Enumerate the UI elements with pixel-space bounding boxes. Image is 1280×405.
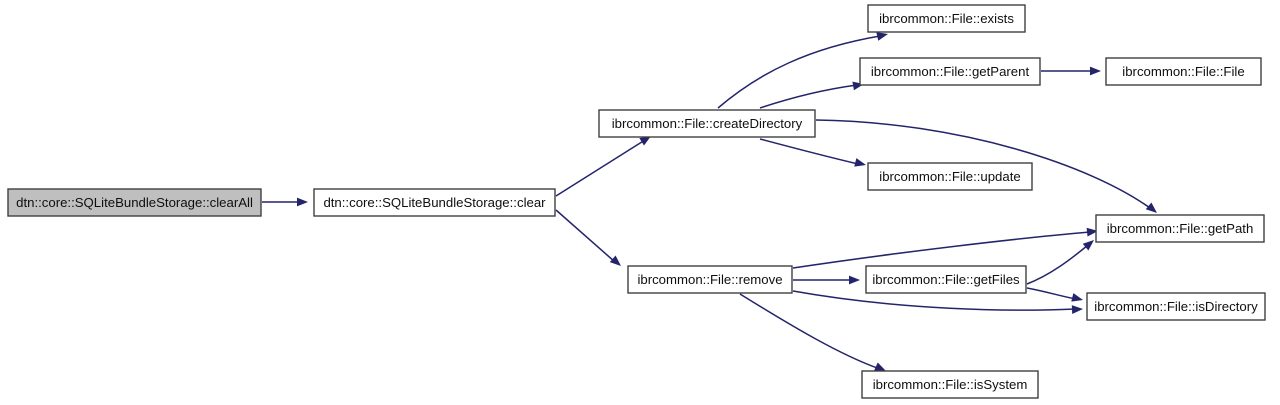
node-label-exists: ibrcommon::File::exists [879,11,1014,26]
arrow-head-icon [297,197,308,207]
node-fileFile[interactable]: ibrcommon::File::File [1105,57,1262,86]
arrow-head-icon [1090,66,1101,76]
node-isSystem[interactable]: ibrcommon::File::isSystem [861,370,1039,399]
node-box-update[interactable] [867,162,1033,191]
edge-createDirectory-to-getParent [759,84,858,109]
node-label-getParent: ibrcommon::File::getParent [871,64,1030,79]
nodes-layer: dtn::core::SQLiteBundleStorage::clearAll… [7,4,1266,399]
node-box-isDirectory[interactable] [1086,292,1266,321]
arrow-head-icon [854,158,866,167]
node-box-remove[interactable] [627,265,793,294]
node-box-createDirectory[interactable] [598,109,816,138]
node-box-getParent[interactable] [859,57,1041,86]
node-label-clear: dtn::core::SQLiteBundleStorage::clear [323,195,546,210]
arrow-head-icon [1071,293,1083,302]
edge-createDirectory-to-getPath [815,119,1151,209]
node-getPath[interactable]: ibrcommon::File::getPath [1095,214,1265,243]
edge-clear-to-createDirectory [555,139,646,197]
arrow-heads-layer [297,32,1157,371]
arrow-head-icon [639,136,651,146]
arrow-head-icon [849,275,860,285]
node-label-clearAll: dtn::core::SQLiteBundleStorage::clearAll [16,195,253,210]
node-label-update: ibrcommon::File::update [879,169,1020,184]
edge-createDirectory-to-exists [717,35,881,109]
arrow-head-icon [1071,305,1083,314]
node-box-exists[interactable] [867,4,1026,33]
node-getParent[interactable]: ibrcommon::File::getParent [859,57,1041,86]
node-label-getFiles: ibrcommon::File::getFiles [872,272,1020,287]
edge-remove-to-isDirectory [792,290,1076,311]
node-box-fileFile[interactable] [1105,57,1262,86]
node-label-getPath: ibrcommon::File::getPath [1107,221,1254,236]
node-label-isSystem: ibrcommon::File::isSystem [873,377,1028,392]
edge-clear-to-remove [555,209,616,263]
arrow-head-icon [876,32,888,41]
node-label-createDirectory: ibrcommon::File::createDirectory [612,116,803,131]
node-clearAll[interactable]: dtn::core::SQLiteBundleStorage::clearAll [7,188,262,217]
node-exists[interactable]: ibrcommon::File::exists [867,4,1026,33]
node-createDirectory[interactable]: ibrcommon::File::createDirectory [598,109,816,138]
arrow-head-icon [1145,202,1157,213]
node-isDirectory[interactable]: ibrcommon::File::isDirectory [1086,292,1266,321]
node-remove[interactable]: ibrcommon::File::remove [627,265,793,294]
arrow-head-icon [1086,227,1098,237]
node-box-getFiles[interactable] [865,265,1027,294]
node-label-fileFile: ibrcommon::File::File [1122,64,1244,79]
node-box-clear[interactable] [313,188,556,217]
edge-createDirectory-to-update [759,138,859,165]
arrow-head-icon [1082,240,1094,251]
node-box-getPath[interactable] [1095,214,1265,243]
node-clear[interactable]: dtn::core::SQLiteBundleStorage::clear [313,188,556,217]
edge-remove-to-isSystem [739,293,881,370]
arrow-head-icon [874,362,886,371]
edge-getFiles-to-getPath [1026,244,1089,285]
node-box-clearAll[interactable] [7,188,262,217]
node-update[interactable]: ibrcommon::File::update [867,162,1033,191]
edge-getFiles-to-isDirectory [1026,287,1077,300]
edges-layer [262,35,1151,370]
node-box-isSystem[interactable] [861,370,1039,399]
node-label-isDirectory: ibrcommon::File::isDirectory [1094,299,1258,314]
node-getFiles[interactable]: ibrcommon::File::getFiles [865,265,1027,294]
edge-remove-to-getPath [792,231,1091,269]
node-label-remove: ibrcommon::File::remove [637,272,782,287]
arrow-head-icon [609,255,621,266]
